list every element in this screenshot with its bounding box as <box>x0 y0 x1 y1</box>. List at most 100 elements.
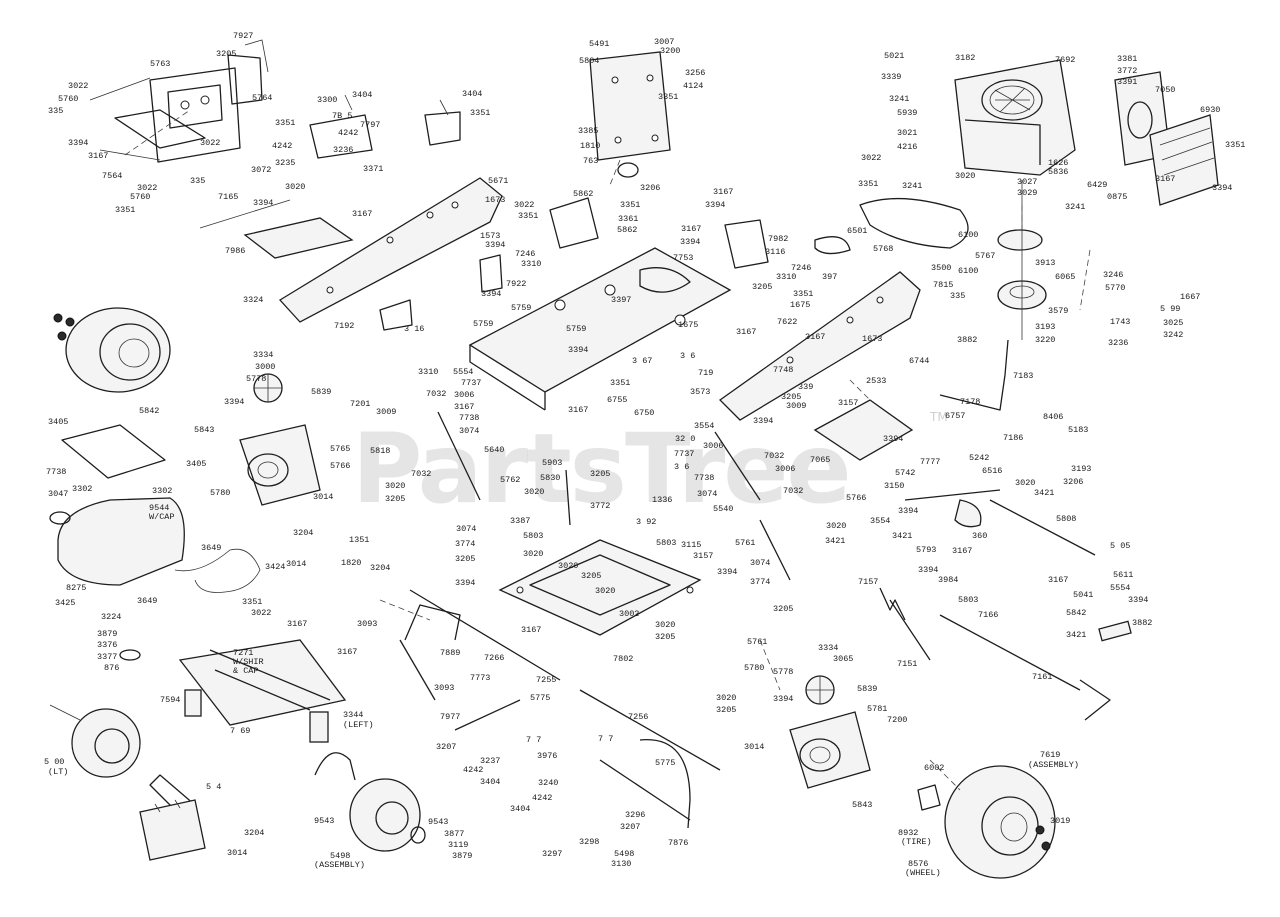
part-number-label: 3167 <box>713 187 733 197</box>
part-number-label: 3182 <box>955 53 975 63</box>
part-number-label: 3205 <box>752 282 772 292</box>
part-number-label: 1675 <box>678 320 698 330</box>
part-number-label: 1626 <box>1048 158 1068 168</box>
part-number-label: 5183 <box>1068 425 1088 435</box>
part-number-label: 3344 <box>343 710 363 720</box>
part-number-label: 1675 <box>790 300 810 310</box>
part-number-label: 5778 <box>773 667 793 677</box>
part-number-label: 3394 <box>253 198 273 208</box>
part-number-label: 3167 <box>805 332 825 342</box>
part-number-label: 5242 <box>969 453 989 463</box>
part-number-label: 6065 <box>1055 272 1075 282</box>
left-rear-tire <box>53 307 171 393</box>
part-number-label: 3167 <box>952 546 972 556</box>
part-number-label: 7 69 <box>230 726 250 736</box>
watermark-trademark: TM <box>929 410 948 424</box>
part-number-label: 3351 <box>242 597 262 607</box>
part-number-label: 5 4 <box>206 782 221 792</box>
steering-shaft <box>399 589 721 829</box>
part-number-label: 3022 <box>200 138 220 148</box>
part-number-label: 397 <box>822 272 837 282</box>
part-number-label: 3404 <box>352 90 372 100</box>
part-number-label: 3394 <box>68 138 88 148</box>
part-number-label: 876 <box>104 663 119 673</box>
part-number-label: 3157 <box>693 551 713 561</box>
part-number-label: 5803 <box>958 595 978 605</box>
part-number-label: 4242 <box>463 765 483 775</box>
part-number-label: 3772 <box>1117 66 1137 76</box>
part-number-label: 3351 <box>1225 140 1245 150</box>
part-number-label: 3047 <box>48 489 68 499</box>
part-number-label: 5839 <box>857 684 877 694</box>
center-link-rod <box>565 469 571 526</box>
part-number-label: 4242 <box>338 128 358 138</box>
part-number-label: 3167 <box>88 151 108 161</box>
part-number-label: 5 00 <box>44 757 64 767</box>
part-number-label: W/SHIR <box>233 657 264 667</box>
right-rear-tire <box>917 765 1056 879</box>
part-number-label: 3351 <box>793 289 813 299</box>
part-number-label: 9543 <box>428 817 448 827</box>
part-number-label: 3093 <box>357 619 377 629</box>
part-number-label: 3006 <box>775 464 795 474</box>
part-number-label: 5781 <box>867 704 887 714</box>
part-number-label: 3000 <box>255 362 275 372</box>
part-number-label: 3391 <box>1117 77 1137 87</box>
part-number-label: 7246 <box>515 249 535 259</box>
part-number-label: 3579 <box>1048 306 1068 316</box>
part-number-label: 5640 <box>484 445 504 455</box>
part-number-label: 3157 <box>838 398 858 408</box>
transaxle-right <box>789 675 871 789</box>
part-number-label: 3302 <box>72 484 92 494</box>
part-number-label: 5 05 <box>1110 541 1130 551</box>
part-number-label: 1336 <box>652 495 672 505</box>
part-number-label: 3 16 <box>404 324 424 334</box>
part-number-label: 5742 <box>895 468 915 478</box>
part-number-label: 360 <box>972 531 987 541</box>
part-number-label: 1810 <box>580 141 600 151</box>
part-number-label: 5498 <box>614 849 634 859</box>
part-number-label: 3020 <box>595 586 615 596</box>
part-number-label: 8406 <box>1043 412 1063 422</box>
part-number-label: 3394 <box>481 289 501 299</box>
part-number-label: 5818 <box>370 446 390 456</box>
battery-tray <box>61 424 166 479</box>
part-number-label: 3774 <box>455 539 475 549</box>
drive-belt <box>859 197 969 249</box>
part-number-label: 6744 <box>909 356 929 366</box>
part-number-label: 5759 <box>566 324 586 334</box>
part-number-label: 7065 <box>810 455 830 465</box>
part-number-label: 3 6 <box>680 351 695 361</box>
part-number-label: 8576 <box>908 859 928 869</box>
part-number-label: 7748 <box>773 365 793 375</box>
part-number-label: 7050 <box>1155 85 1175 95</box>
part-number-label: 3421 <box>825 536 845 546</box>
part-number-label: 7777 <box>920 457 940 467</box>
part-number-label: 3205 <box>590 469 610 479</box>
part-number-label: 3421 <box>1066 630 1086 640</box>
part-number-label: 3204 <box>244 828 264 838</box>
part-number-label: 7737 <box>461 378 481 388</box>
part-number-label: 3014 <box>744 742 764 752</box>
part-number-label: 7161 <box>1032 672 1052 682</box>
part-number-label: 3351 <box>275 118 295 128</box>
part-number-label: 3002 <box>619 609 639 619</box>
part-number-label: 5793 <box>916 545 936 555</box>
part-number-label: 3020 <box>385 481 405 491</box>
part-number-label: 3772 <box>590 501 610 511</box>
part-number-label: 3310 <box>521 259 541 269</box>
part-number-label: 3394 <box>224 397 244 407</box>
part-number-label: 3421 <box>1034 488 1054 498</box>
part-number-label: 3022 <box>68 81 88 91</box>
part-number-label: 3020 <box>716 693 736 703</box>
part-number-label: 3022 <box>137 183 157 193</box>
part-number-label: 3394 <box>485 240 505 250</box>
part-number-label: 3324 <box>243 295 263 305</box>
part-number-label: 3241 <box>902 181 922 191</box>
part-number-label: 7977 <box>440 712 460 722</box>
part-number-label: 3296 <box>625 810 645 820</box>
part-number-label: 3020 <box>523 549 543 559</box>
part-number-label: 3302 <box>152 486 172 496</box>
part-number-label: 3167 <box>337 647 357 657</box>
